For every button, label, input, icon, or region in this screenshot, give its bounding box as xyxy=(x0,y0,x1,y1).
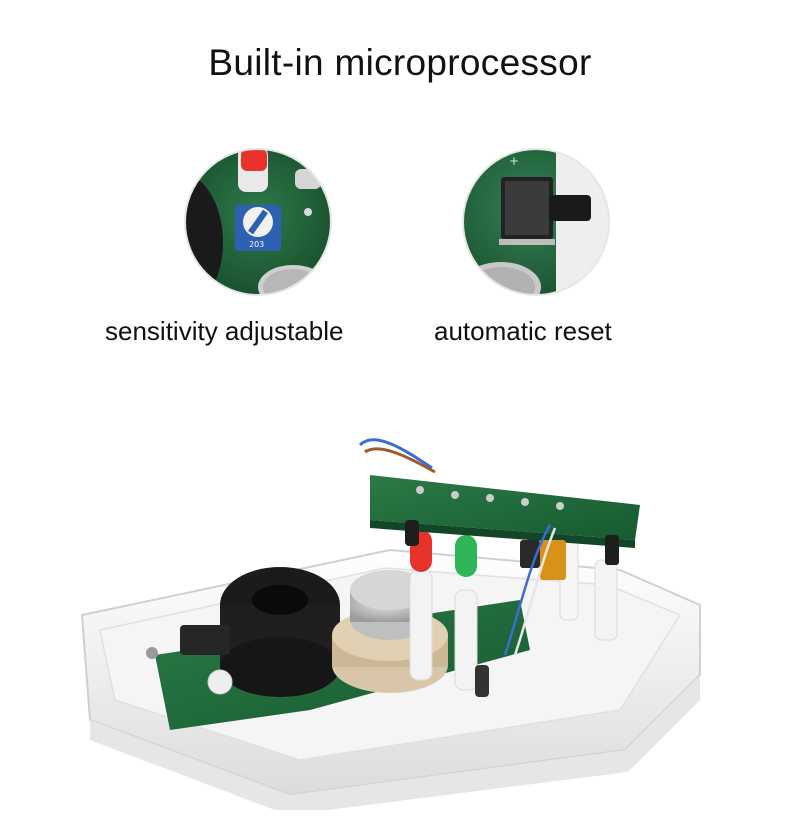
feature-label-reset: automatic reset xyxy=(434,316,612,346)
potentiometer-closeup-image: 203 xyxy=(183,147,333,297)
svg-text:+: + xyxy=(509,154,519,168)
feature-label-sensitivity: sensitivity adjustable xyxy=(105,316,344,346)
page-title: Built-in microprocessor xyxy=(208,42,592,83)
tact-switch-closeup-image: + xyxy=(461,147,611,297)
svg-text:203: 203 xyxy=(249,240,264,249)
gas-detector-product-image xyxy=(60,410,740,810)
